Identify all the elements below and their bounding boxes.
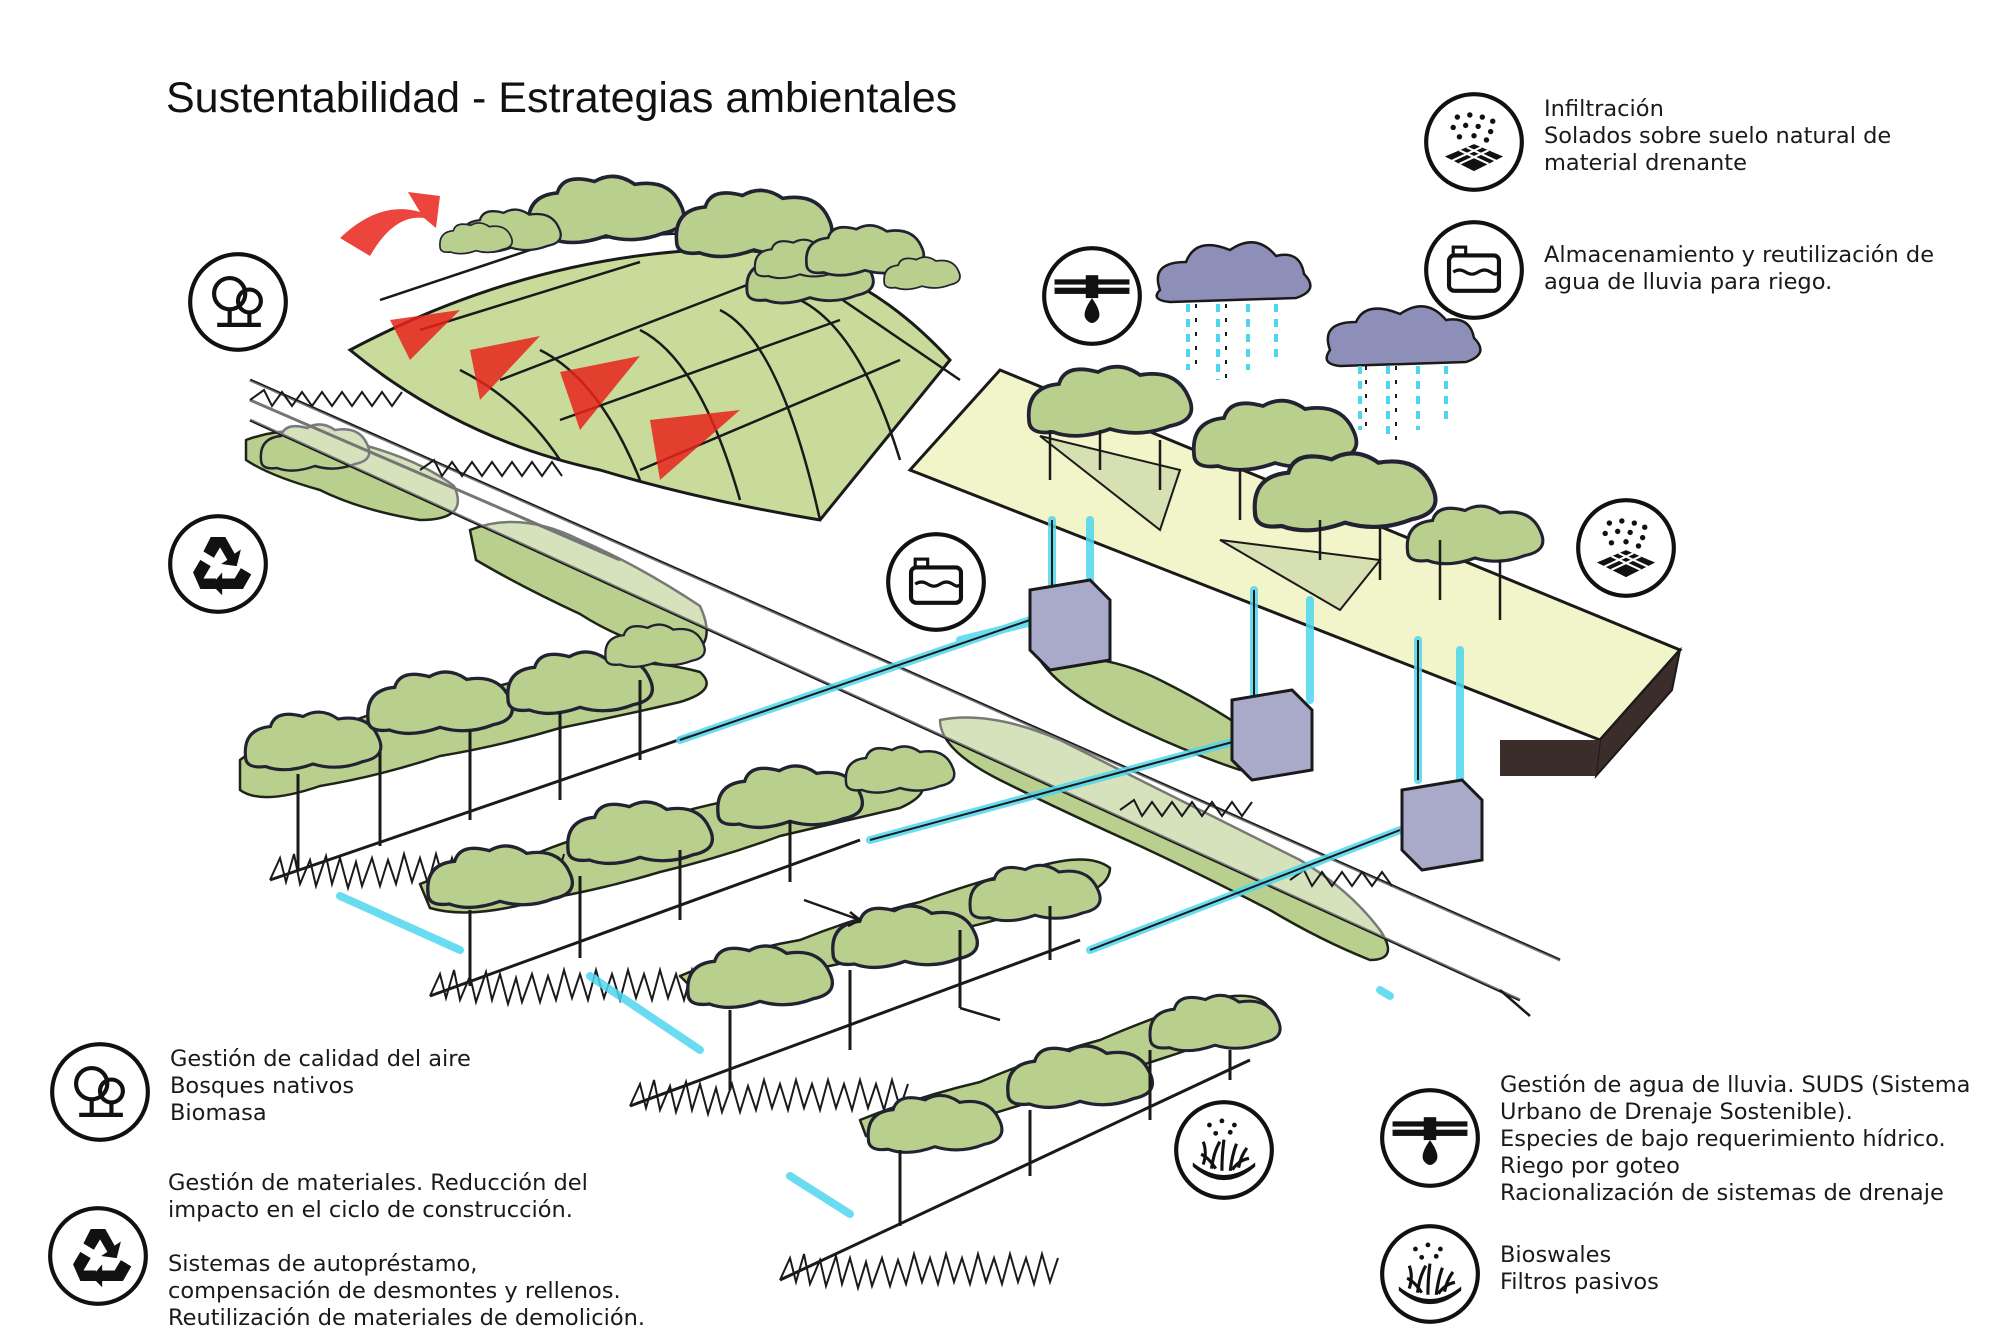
legend-water-storage: Almacenamiento y reutilización de agua d… — [1422, 218, 1934, 322]
tree-icon — [48, 1040, 152, 1144]
legend-text: Sistemas de autopréstamo, — [168, 1251, 478, 1277]
legend-text: Gestión de calidad del aire — [170, 1046, 471, 1072]
legend-text: Biomasa — [170, 1100, 267, 1126]
legend-text: Almacenamiento y reutilización de — [1544, 242, 1935, 268]
legend-rainwater: Gestión de agua de lluvia. SUDS (Sistema… — [1378, 1072, 1970, 1207]
water-tank-icon — [1422, 218, 1526, 322]
legend-materials: Gestión de materiales. Reducción del imp… — [46, 1170, 645, 1332]
legend-text: Racionalización de sistemas de drenaje — [1500, 1180, 1944, 1206]
legend-text: Gestión de materiales. Reducción del — [168, 1170, 588, 1196]
legend-text: Riego por goteo — [1500, 1153, 1680, 1179]
legend-text: material drenante — [1544, 150, 1747, 176]
legend-text: Filtros pasivos — [1500, 1269, 1659, 1295]
legend-text: Bioswales — [1500, 1242, 1612, 1268]
legend-bioswales: Bioswales Filtros pasivos — [1378, 1222, 1659, 1326]
legend-text: Urbano de Drenaje Sostenible). — [1500, 1099, 1853, 1125]
bioswale-icon — [1378, 1222, 1482, 1326]
legend-text: Especies de bajo requerimiento hídrico. — [1500, 1126, 1946, 1152]
legend-text: impacto en el ciclo de construcción. — [168, 1197, 573, 1223]
legend-air-quality: Gestión de calidad del aire Bosques nati… — [48, 1040, 471, 1144]
drainage-icon — [1378, 1086, 1482, 1190]
legend-text: compensación de desmontes y rellenos. — [168, 1278, 621, 1304]
page-title: Sustentabilidad - Estrategias ambientale… — [166, 74, 958, 122]
infiltration-icon — [1422, 90, 1526, 194]
legend-text: Infiltración — [1544, 96, 1664, 122]
legend-infiltration: Infiltración Solados sobre suelo natural… — [1422, 90, 1891, 194]
legend-text: Reutilización de materiales de demolició… — [168, 1305, 645, 1331]
legend-text: Bosques nativos — [170, 1073, 355, 1099]
legend-text: Gestión de agua de lluvia. SUDS (Sistema — [1500, 1072, 1971, 1098]
recycle-icon — [46, 1204, 150, 1308]
legend-text: Solados sobre suelo natural de — [1544, 123, 1892, 149]
legend-text: agua de lluvia para riego. — [1544, 269, 1833, 295]
